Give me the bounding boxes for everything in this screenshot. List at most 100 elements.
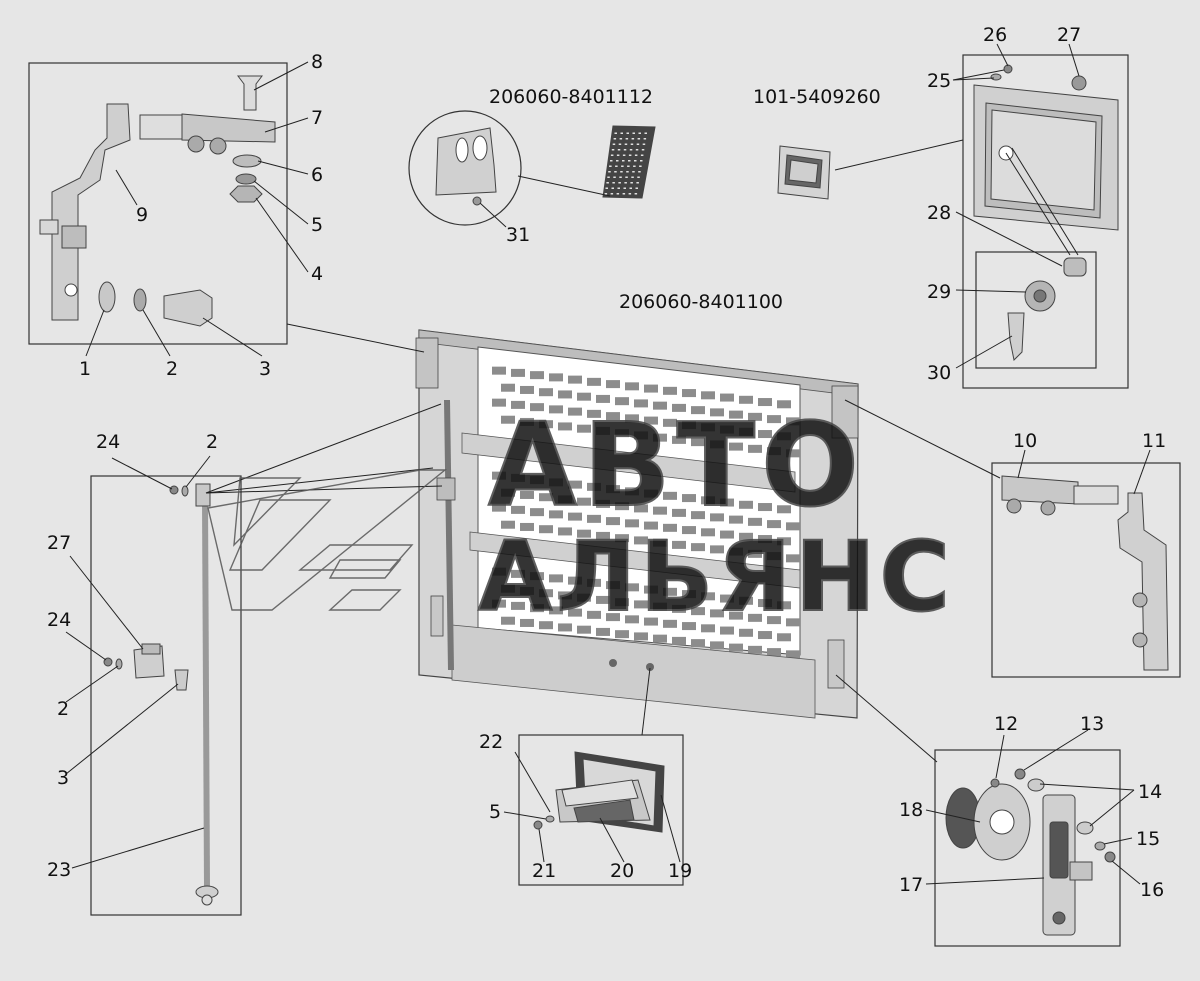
leader-12 xyxy=(995,734,1005,779)
mesh-slot xyxy=(663,619,677,628)
mesh-slot xyxy=(691,511,705,520)
mesh-slot xyxy=(587,514,601,523)
mesh-slot xyxy=(758,631,772,640)
grille-bottom-handle-hole-2 xyxy=(646,663,654,671)
mesh-slot xyxy=(739,532,753,541)
mesh-slot xyxy=(786,417,800,426)
mesh-panel-hole xyxy=(609,159,614,163)
mesh-slot xyxy=(720,393,734,402)
grille-left-bracket xyxy=(436,477,456,501)
callout-10: 10 xyxy=(1013,430,1037,452)
mesh-slot xyxy=(606,613,620,622)
leader-16 xyxy=(1111,860,1141,885)
leader-9 xyxy=(115,169,138,206)
leader-6 xyxy=(257,160,309,175)
mesh-slot xyxy=(577,529,591,538)
mesh-slot xyxy=(682,494,696,503)
handle-detail-bottom xyxy=(533,751,665,833)
mesh-panel-hole xyxy=(609,192,615,196)
mesh-slot xyxy=(539,525,553,534)
mesh-slot xyxy=(720,498,734,507)
box-right-lock-inner xyxy=(975,251,1097,369)
callout-24-top: 24 xyxy=(96,431,120,453)
mesh-slot xyxy=(653,602,667,611)
mesh-slot xyxy=(634,536,648,545)
callout-numbers: 8 7 6 5 4 9 1 2 3 31 26 27 25 28 29 30 1… xyxy=(47,24,1166,901)
callout-14: 14 xyxy=(1138,781,1162,803)
mesh-panel-hole xyxy=(635,181,640,185)
mesh-slot xyxy=(568,480,582,489)
mesh-slot xyxy=(558,591,572,600)
callout-30: 30 xyxy=(927,362,951,384)
mesh-slot xyxy=(672,540,686,549)
mesh-panel-hole xyxy=(617,142,623,146)
watermark-line2: АЛЬЯНС xyxy=(478,521,954,633)
grille-right-hinge-top xyxy=(831,385,859,439)
part-spring-washer-5 xyxy=(235,173,257,185)
part-hinge-nut-a xyxy=(1006,498,1022,514)
part-nut-27 xyxy=(1071,75,1087,91)
grille-mesh-slots xyxy=(492,366,800,659)
mesh-slot xyxy=(530,604,544,613)
watermark-line1: АВТО xyxy=(488,399,865,533)
mesh-panel-hole xyxy=(621,159,626,163)
mesh-panel-hole xyxy=(622,186,627,190)
part-screw-26 xyxy=(1003,64,1013,74)
mesh-slot xyxy=(634,632,648,641)
part-hinge-pin-10 xyxy=(1073,485,1119,505)
mesh-slot xyxy=(644,521,658,530)
callout-20: 20 xyxy=(610,860,634,882)
connector-lines xyxy=(205,139,1079,763)
part-hinge-bolt-head xyxy=(61,225,87,249)
leader-5 xyxy=(253,180,309,225)
part-washer-6 xyxy=(232,154,262,168)
line-rodbox-to-grille-c xyxy=(205,485,443,494)
mesh-panel-hole xyxy=(640,148,646,152)
callout-2-mid: 2 xyxy=(57,698,69,720)
callout-25: 25 xyxy=(927,70,951,92)
mesh-slot xyxy=(501,584,515,593)
line-grille-to-righthinge xyxy=(844,399,1001,479)
callout-8: 8 xyxy=(311,51,323,73)
part-mesh-clip-slot-b xyxy=(472,135,488,161)
mesh-panel-hole xyxy=(629,181,634,185)
mesh-panel-hole xyxy=(628,186,633,190)
mesh-panel-hole xyxy=(633,159,638,163)
mesh-slot xyxy=(767,447,781,456)
mesh-slot xyxy=(558,527,572,536)
mesh-slot xyxy=(587,409,601,418)
part-hinge-nut-b xyxy=(1040,500,1056,516)
mesh-slot xyxy=(587,610,601,619)
mesh-panel-hole xyxy=(631,170,636,174)
mesh-slot xyxy=(606,517,620,526)
mesh-slot xyxy=(615,534,629,543)
part-lock-tongue-30 xyxy=(1007,312,1025,362)
leader-14b xyxy=(1089,789,1135,827)
mesh-slot xyxy=(672,403,686,412)
part-latch-bolt xyxy=(1069,861,1093,881)
mesh-slot xyxy=(530,572,544,581)
mesh-slot xyxy=(663,386,677,395)
mesh-slot xyxy=(492,366,506,375)
mesh-slot xyxy=(777,432,791,441)
mesh-slot xyxy=(520,618,534,627)
mesh-slot xyxy=(501,488,515,497)
detail-circle-grille-part xyxy=(408,110,522,226)
rod-detail-left xyxy=(103,483,219,906)
mesh-slot xyxy=(492,567,506,576)
mesh-slot xyxy=(577,497,591,506)
leader-23 xyxy=(71,827,205,869)
leader-7 xyxy=(264,117,309,133)
mesh-slot xyxy=(767,520,781,529)
callout-22: 22 xyxy=(479,731,503,753)
part-washer-1 xyxy=(98,281,116,313)
mesh-slot xyxy=(501,616,515,625)
part-hinge-bracket-bolt-a xyxy=(1132,592,1148,608)
mesh-slot xyxy=(739,395,753,404)
mesh-slot xyxy=(539,589,553,598)
mesh-slot xyxy=(492,471,506,480)
mesh-panel-hole xyxy=(641,142,647,146)
mesh-slot xyxy=(606,380,620,389)
mesh-slot xyxy=(606,485,620,494)
mesh-panel-hole xyxy=(632,164,637,168)
